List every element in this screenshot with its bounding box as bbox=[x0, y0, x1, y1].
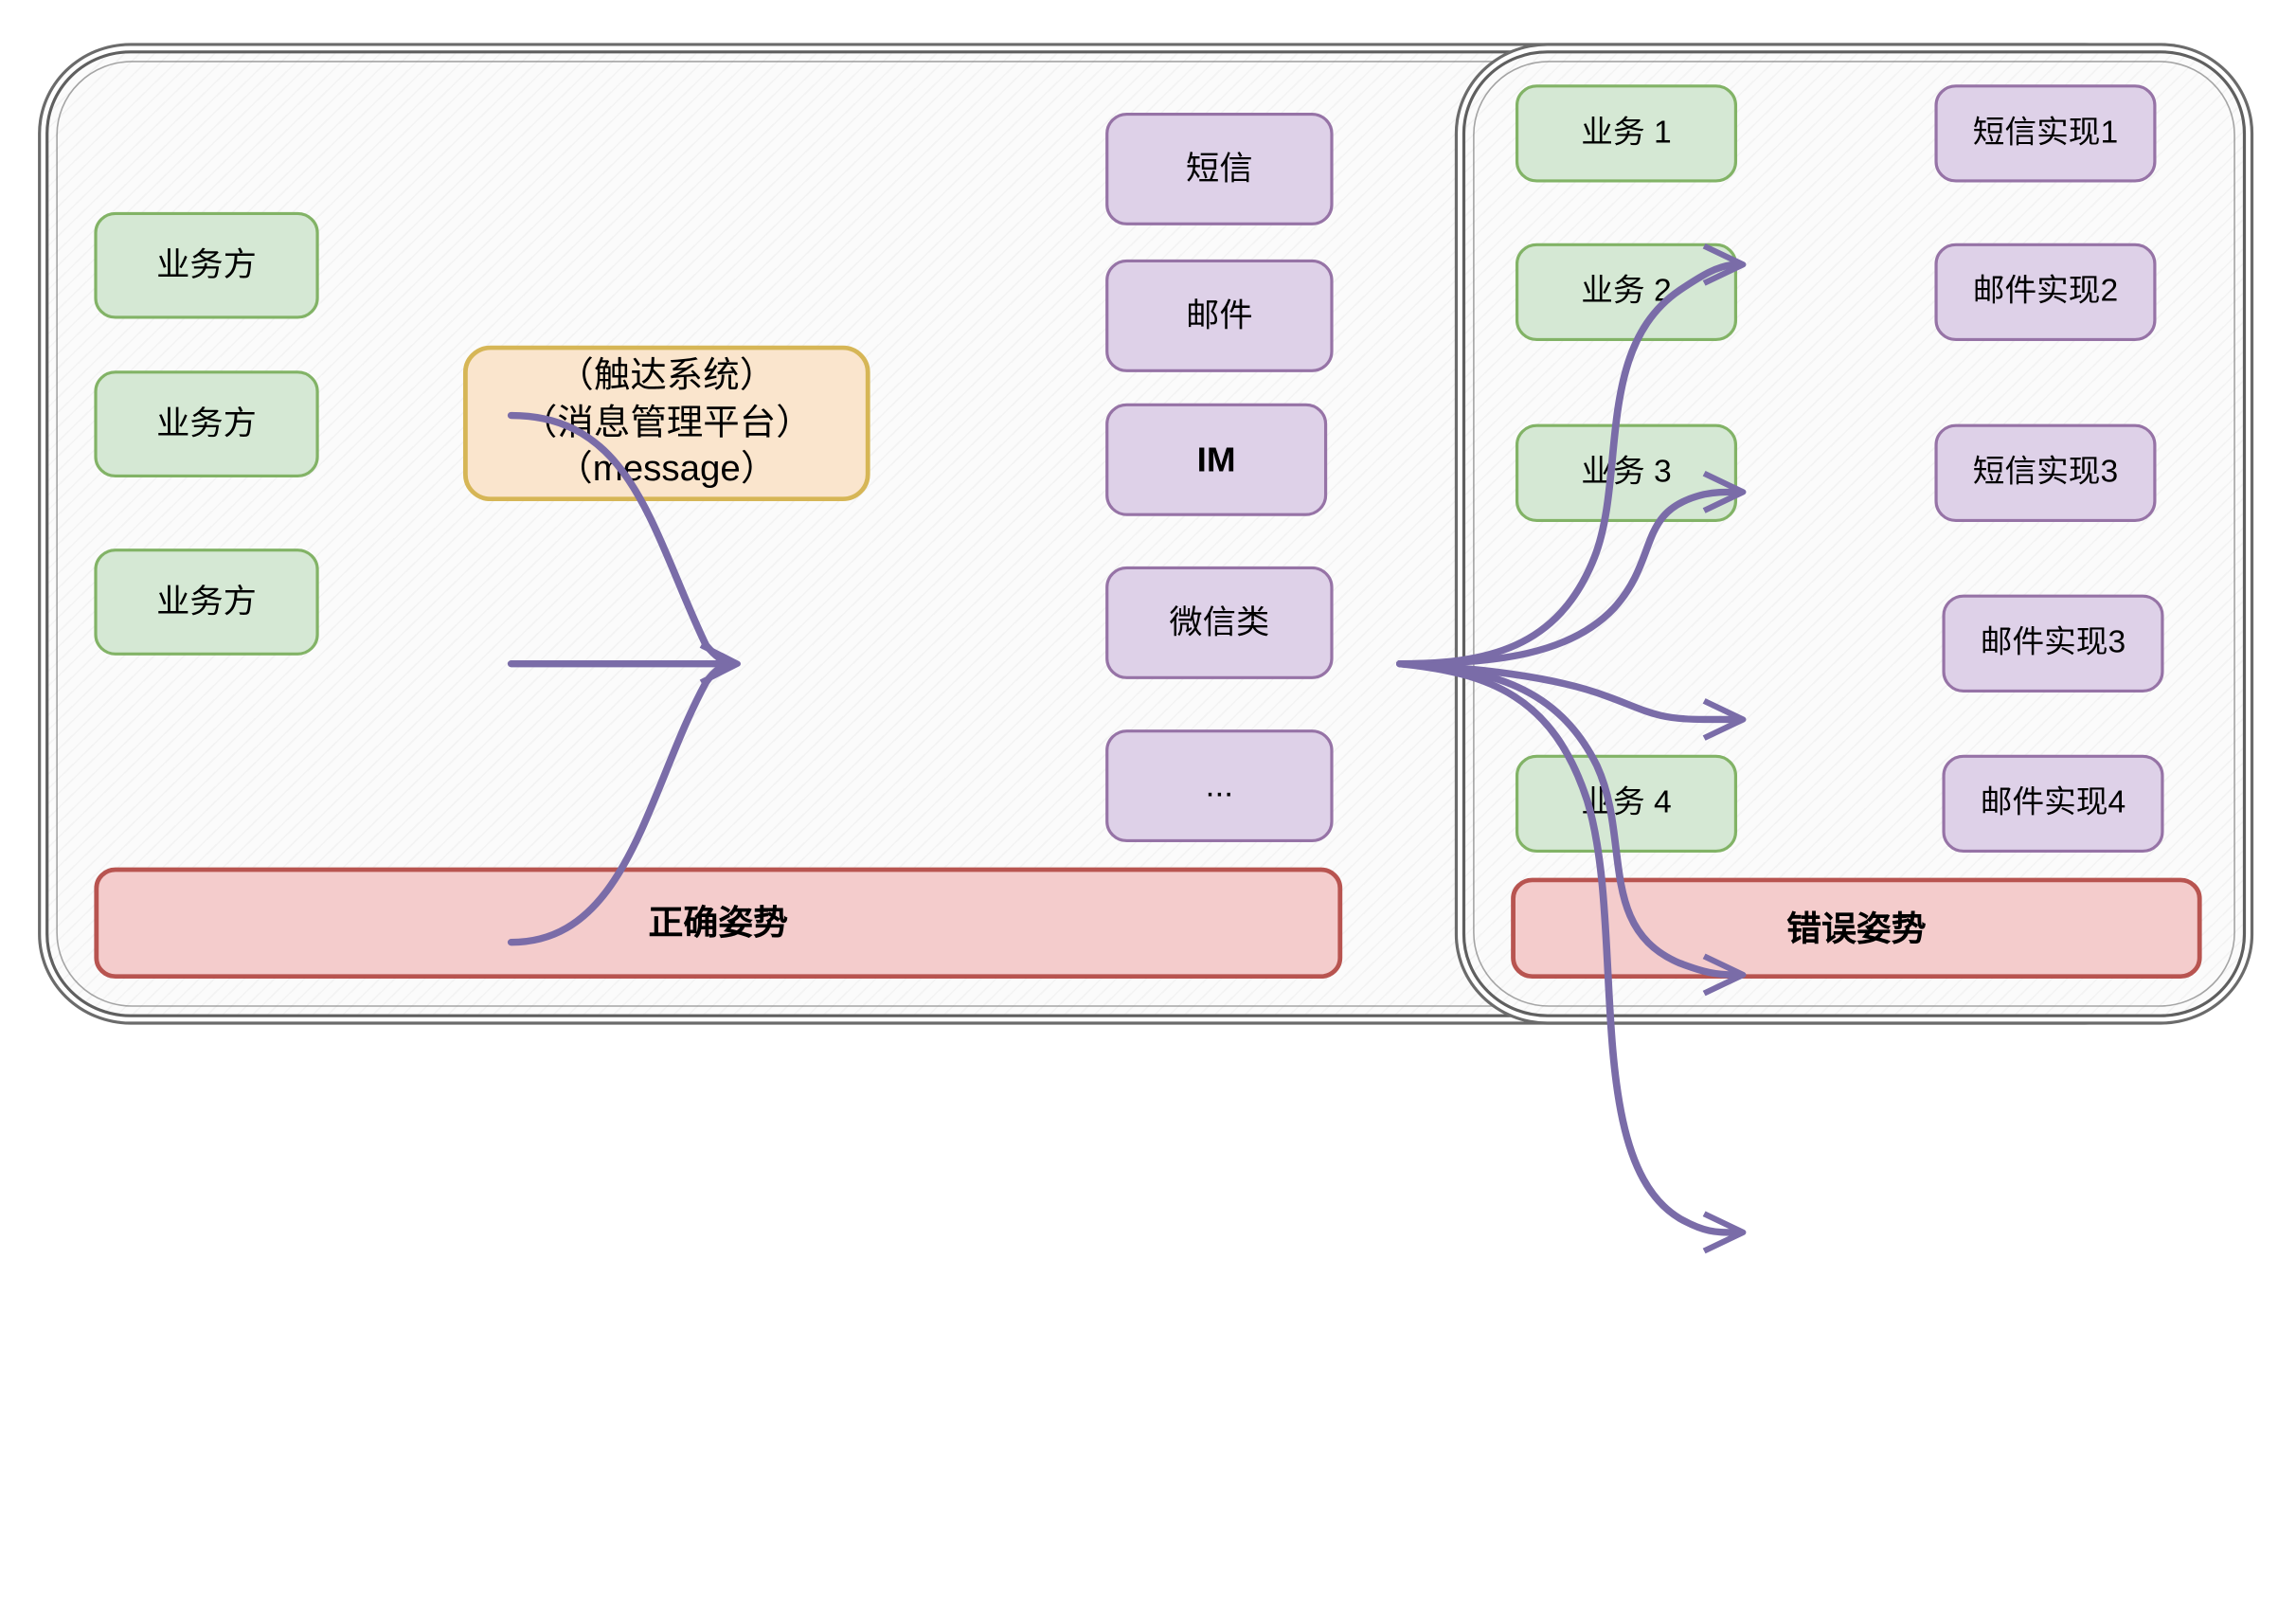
channel-label-email: 邮件 bbox=[1186, 297, 1253, 334]
channel-box-more[interactable]: ... bbox=[1105, 729, 1334, 843]
producer-label-3: 业务方 bbox=[156, 583, 257, 621]
impl-label-sms-3: 短信实现3 bbox=[1972, 455, 2119, 490]
producer-box-3[interactable]: 业务方 bbox=[94, 549, 319, 656]
wrong-approach-banner: 错误姿势 bbox=[1511, 877, 2202, 980]
impl-box-sms-1[interactable]: 短信实现1 bbox=[1934, 84, 2157, 183]
arrowhead-more bbox=[1702, 1211, 1747, 1254]
channel-box-sms[interactable]: 短信 bbox=[1105, 112, 1334, 225]
channel-label-im: IM bbox=[1196, 440, 1236, 479]
hub-label-line-1: （触达系统） bbox=[557, 355, 777, 396]
impl-box-email-4[interactable]: 邮件实现4 bbox=[1942, 754, 2164, 853]
impl-box-sms-3[interactable]: 短信实现3 bbox=[1934, 423, 2157, 522]
impl-label-email-3: 邮件实现3 bbox=[1980, 625, 2126, 660]
correct-approach-banner: 正确姿势 bbox=[94, 867, 1343, 980]
channel-label-wechat: 微信类 bbox=[1169, 603, 1270, 641]
impl-box-email-2[interactable]: 邮件实现2 bbox=[1934, 243, 2157, 341]
business-box-3[interactable]: 业务 3 bbox=[1515, 423, 1738, 522]
channel-label-more: ... bbox=[1205, 766, 1234, 805]
impl-label-email-4: 邮件实现4 bbox=[1980, 785, 2126, 820]
producer-label-2: 业务方 bbox=[156, 405, 257, 443]
business-label-2: 业务 2 bbox=[1581, 274, 1672, 309]
producer-label-1: 业务方 bbox=[156, 246, 257, 284]
producer-box-2[interactable]: 业务方 bbox=[94, 370, 319, 477]
diagram-canvas: 业务方 业务方 业务方 （触达系统） （消息管理平台） （message） 短信… bbox=[45, 50, 2247, 1254]
impl-label-sms-1: 短信实现1 bbox=[1972, 116, 2119, 151]
business-label-1: 业务 1 bbox=[1581, 116, 1672, 151]
business-box-1[interactable]: 业务 1 bbox=[1515, 84, 1738, 183]
impl-label-email-2: 邮件实现2 bbox=[1972, 274, 2119, 309]
business-label-3: 业务 3 bbox=[1581, 455, 1672, 490]
channel-label-sms: 短信 bbox=[1186, 150, 1253, 188]
panel-outline-right bbox=[1473, 61, 2235, 1007]
wrong-approach-banner-label: 错误姿势 bbox=[1786, 908, 1927, 947]
message-hub-box[interactable]: （触达系统） （消息管理平台） （message） bbox=[462, 345, 870, 502]
channel-box-wechat[interactable]: 微信类 bbox=[1105, 566, 1334, 679]
hub-label-line-3: （message） bbox=[556, 449, 778, 491]
business-label-4: 业务 4 bbox=[1581, 785, 1672, 820]
impl-box-email-3[interactable]: 邮件实现3 bbox=[1942, 594, 2164, 693]
channel-box-email[interactable]: 邮件 bbox=[1105, 259, 1334, 372]
hub-label-line-2: （消息管理平台） bbox=[520, 403, 813, 443]
wrong-approach-panel bbox=[1462, 50, 2247, 1017]
business-box-4[interactable]: 业务 4 bbox=[1515, 754, 1738, 853]
producer-box-1[interactable]: 业务方 bbox=[94, 211, 319, 319]
business-box-2[interactable]: 业务 2 bbox=[1515, 243, 1738, 341]
channel-box-im[interactable]: IM bbox=[1105, 403, 1328, 516]
correct-approach-banner-label: 正确姿势 bbox=[648, 903, 789, 943]
